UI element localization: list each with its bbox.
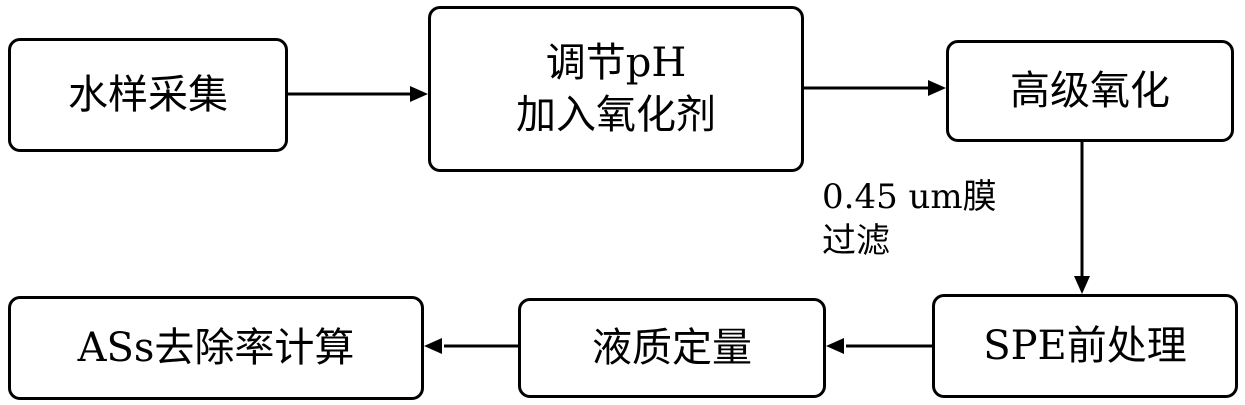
- arrow-sampling-to-adjust: [288, 86, 428, 102]
- node-water-sampling-text: 水样采集: [68, 72, 228, 118]
- edge-filter-label-line2: 过滤: [822, 221, 890, 261]
- arrow-lcms-to-removal: [424, 338, 518, 354]
- node-removal-rate: ASs去除率计算: [8, 296, 424, 400]
- node-removal-rate-text: ASs去除率计算: [77, 325, 355, 371]
- arrow-spe-to-lcms: [826, 338, 932, 354]
- node-lcms-quantification: 液质定量: [518, 298, 826, 398]
- node-water-sampling: 水样采集: [8, 38, 288, 152]
- node-spe-pretreatment-text: SPE前处理: [983, 323, 1187, 369]
- node-adjust-ph-line2: 加入氧化剂: [516, 92, 716, 138]
- node-lcms-quantification-text: 液质定量: [592, 325, 752, 371]
- node-advanced-oxidation-text: 高级氧化: [1010, 68, 1170, 114]
- arrow-adjust-to-oxidation: [804, 80, 946, 96]
- node-spe-pretreatment: SPE前处理: [932, 294, 1238, 398]
- node-adjust-ph: 调节pH 加入氧化剂: [428, 6, 804, 172]
- node-adjust-ph-line1: 调节pH: [545, 40, 687, 86]
- edge-filter-label-line1: 0.45 um膜: [822, 177, 997, 217]
- edge-filter-label: 0.45 um膜 过滤: [822, 175, 997, 263]
- arrow-oxidation-to-spe: [1074, 142, 1090, 294]
- node-advanced-oxidation: 高级氧化: [946, 40, 1234, 142]
